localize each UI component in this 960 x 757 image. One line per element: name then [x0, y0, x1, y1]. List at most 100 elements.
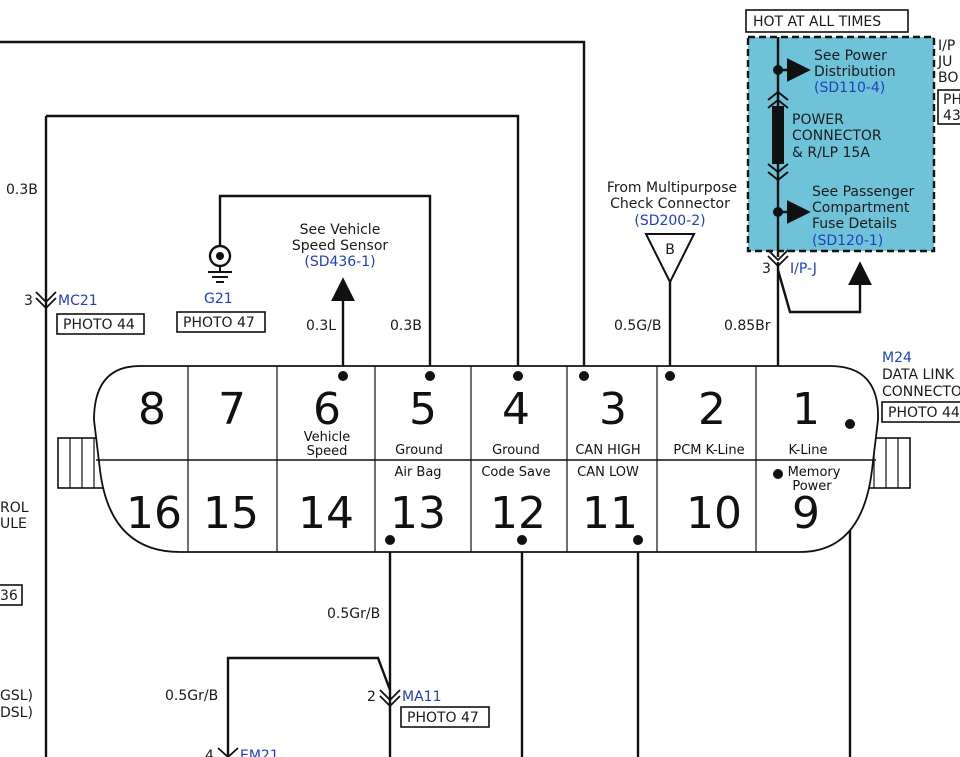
wire-pin3 — [0, 40, 586, 376]
ma11-photo: PHOTO 47 — [407, 710, 479, 726]
em21-pin: 4 — [205, 748, 214, 757]
connector-line3: & R/LP 15A — [792, 145, 870, 161]
pin-15: 15 — [203, 488, 259, 539]
m24-photo: PHOTO 44 — [888, 405, 960, 421]
pin-14: 14 — [298, 488, 354, 539]
top-pin-row: 8 7 6 Vehicle Speed 5 Ground 4 Ground 3 … — [138, 384, 827, 459]
mc21-photo: PHOTO 44 — [63, 317, 135, 333]
wire-ma11 — [226, 656, 392, 757]
wire-label-left: 0.5Gr/B — [165, 688, 218, 704]
ground-id: G21 — [204, 291, 233, 307]
multipurpose-line1: From Multipurpose — [607, 180, 737, 196]
pin-12: 12 — [490, 488, 546, 539]
bottom-pin-row: 16 15 14 13 Air Bag 12 Code Save 11 CAN … — [126, 465, 841, 539]
wire-label-6: 0.3L — [306, 318, 336, 334]
wire-label-left-03b: 0.3B — [6, 182, 38, 198]
wire-label-2: 0.5G/B — [614, 318, 661, 334]
pin-3-label: CAN HIGH — [575, 443, 640, 458]
pin-6-label: Vehicle — [304, 430, 351, 445]
pin-12-label: Code Save — [481, 465, 550, 480]
pin-1: 1 — [792, 384, 820, 435]
multipurpose-ref: (SD200-2) — [634, 213, 705, 229]
pin-16: 16 — [126, 488, 182, 539]
wire-pin5 — [218, 194, 432, 376]
m24-line2: CONNECTO — [882, 384, 960, 400]
m24-line1: DATA LINK — [882, 367, 955, 383]
dsl-label: DSL) — [0, 705, 33, 721]
em21-connector-icon — [217, 747, 239, 757]
ma11-pin: 2 — [367, 689, 376, 705]
triangle-connector-icon — [644, 233, 696, 285]
power-dist-line2: Distribution — [814, 64, 896, 80]
pin-9: 9 — [792, 488, 820, 539]
mc21-id: MC21 — [58, 293, 98, 309]
pin-13-label: Air Bag — [394, 465, 441, 480]
pin-1-label: K-Line — [789, 443, 828, 458]
left-photo-frag-box — [0, 584, 23, 606]
ip-photo-b: 43 — [943, 108, 960, 124]
ma11-connector-icon — [379, 689, 401, 708]
ip-photo-a: PH — [943, 92, 960, 108]
hot-label: HOT AT ALL TIMES — [753, 14, 881, 30]
pin-13: 13 — [390, 488, 446, 539]
fuse-icon — [772, 106, 784, 164]
wire-label-5: 0.3B — [390, 318, 422, 334]
speed-line1: See Vehicle — [300, 222, 381, 238]
fuse-connector-id: I/P-J — [790, 261, 817, 277]
wire-label-1: 0.85Br — [724, 318, 771, 334]
pin-9-label2: Power — [792, 479, 832, 494]
em21-id: EM21 — [240, 748, 279, 757]
pin-5-label: Ground — [395, 443, 443, 458]
connector-chevron-icon — [767, 249, 789, 268]
wire-label-13: 0.5Gr/B — [327, 606, 380, 622]
power-dist-line1: See Power — [814, 48, 887, 64]
ip-photo-box — [937, 89, 960, 125]
mc21-photo-box — [56, 313, 145, 335]
wire-pin4 — [46, 114, 520, 376]
gsl-label: GSL) — [0, 688, 33, 704]
passenger-line1: See Passenger — [812, 184, 915, 200]
pin-11: 11 — [582, 488, 638, 539]
passenger-ref: (SD120-1) — [812, 233, 883, 249]
pin-6: 6 — [313, 384, 341, 435]
ip-label-2: JU — [937, 54, 952, 70]
ma11-id: MA11 — [402, 689, 441, 705]
pin-11-label: CAN LOW — [577, 465, 639, 480]
pin-6-label2: Speed — [307, 444, 348, 459]
pin-9-label: Memory — [788, 465, 841, 480]
pin-3: 3 — [599, 384, 627, 435]
connector-line2: CONNECTOR — [792, 128, 882, 144]
pin-4: 4 — [502, 384, 530, 435]
ip-label-1: I/P — [938, 38, 955, 54]
hot-label-box — [745, 9, 909, 33]
wire-ipj-branch — [776, 261, 872, 314]
speed-ref: (SD436-1) — [304, 254, 375, 270]
connector-line1: POWER — [792, 112, 844, 128]
ground-photo-box — [176, 311, 266, 333]
passenger-line2: Compartment — [812, 200, 910, 216]
module-label-a: ROL — [0, 500, 29, 516]
left-photo-frag: 36 — [0, 588, 18, 604]
m24-photo-box — [881, 401, 960, 423]
junction-dots — [338, 371, 855, 545]
pin-4-label: Ground — [492, 443, 540, 458]
fuse-pin-number: 3 — [762, 261, 771, 277]
speed-line2: Speed Sensor — [292, 238, 389, 254]
multipurpose-line2: Check Connector — [610, 196, 730, 212]
ground-icon — [208, 244, 232, 283]
pin-8: 8 — [138, 384, 166, 435]
ip-label-3: BO — [938, 70, 958, 86]
m24-id: M24 — [882, 350, 912, 366]
pin-2-label: PCM K-Line — [673, 443, 744, 458]
module-label-b: ULE — [0, 516, 27, 532]
triangle-label: B — [665, 242, 675, 258]
pin-10: 10 — [686, 488, 742, 539]
pin-5: 5 — [409, 384, 437, 435]
mc21-pin: 3 — [24, 293, 33, 309]
ma11-photo-box — [400, 706, 490, 728]
pin-7: 7 — [218, 384, 246, 435]
ground-photo: PHOTO 47 — [183, 315, 255, 331]
power-dist-ref: (SD110-4) — [814, 80, 885, 96]
passenger-line3: Fuse Details — [812, 216, 897, 232]
